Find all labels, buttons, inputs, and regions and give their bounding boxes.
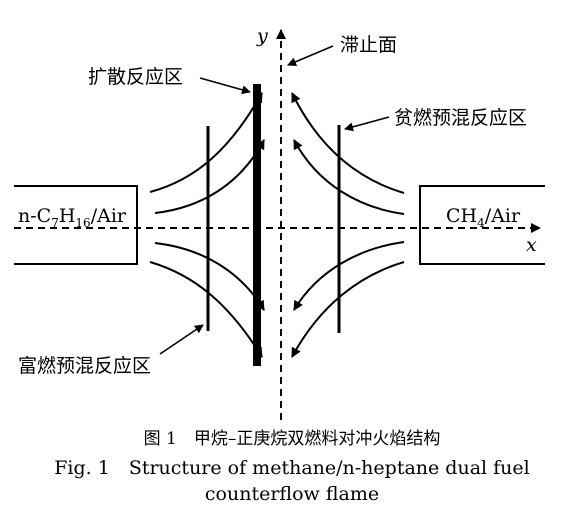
- right-nozzle-label-prefix: CH: [446, 205, 477, 227]
- right-nozzle-label-suffix: /Air: [485, 205, 521, 227]
- left-nozzle-label-sub1: 7: [51, 216, 59, 230]
- right-nozzle: [419, 185, 545, 265]
- stagnation-plane-label: 滞止面: [340, 34, 397, 56]
- streamline-right-lower-inner: [293, 241, 405, 311]
- streamline-right-lower-outer: [291, 261, 405, 358]
- figure-caption-en: Fig. 1 Structure of methane/n-heptane du…: [0, 455, 584, 507]
- rich-premixed-zone-leader: [159, 324, 204, 355]
- diffusion-zone-label: 扩散反应区: [88, 66, 183, 88]
- left-nozzle-label: n-C7H16/Air: [18, 205, 127, 230]
- y-axis-label: y: [256, 25, 268, 47]
- right-nozzle-label-sub1: 4: [477, 216, 485, 230]
- left-nozzle-label-sub2: 16: [75, 216, 90, 230]
- streamline-right-upper-outer: [291, 92, 405, 194]
- lean-premixed-zone-label: 贫燃预混反应区: [394, 107, 527, 129]
- streamline-left-upper-outer: [149, 92, 263, 193]
- streamline-left-lower-inner: [154, 242, 265, 311]
- streamline-left-upper-inner: [154, 139, 265, 214]
- counterflow-flame-diagram: n-C7H16/Air CH4/Air x y 滞止面 扩散反应区 贫燃预混反应…: [14, 25, 545, 420]
- figure-caption-en-line1: Fig. 1 Structure of methane/n-heptane du…: [54, 457, 530, 479]
- rich-premixed-zone-label: 富燃预混反应区: [18, 355, 151, 377]
- figure-caption-cn: 图 1 甲烷–正庚烷双燃料对冲火焰结构: [143, 429, 441, 449]
- streamline-right-upper-inner: [293, 139, 405, 215]
- lean-premixed-zone-leader: [344, 116, 390, 132]
- x-axis-label: x: [526, 234, 537, 256]
- left-nozzle: [14, 185, 138, 265]
- left-nozzle-label-mid: H: [59, 205, 76, 227]
- left-nozzle-label-prefix: n-C: [18, 205, 51, 227]
- diffusion-zone-leader: [199, 77, 251, 95]
- streamline-left-lower-outer: [149, 261, 263, 358]
- stagnation-plane-leader: [287, 45, 334, 67]
- figure-caption-en-line2: counterflow flame: [204, 483, 380, 505]
- right-nozzle-label: CH4/Air: [446, 205, 521, 230]
- right-streamlines: [291, 92, 405, 358]
- left-nozzle-label-suffix: /Air: [91, 205, 127, 227]
- left-streamlines: [149, 92, 265, 358]
